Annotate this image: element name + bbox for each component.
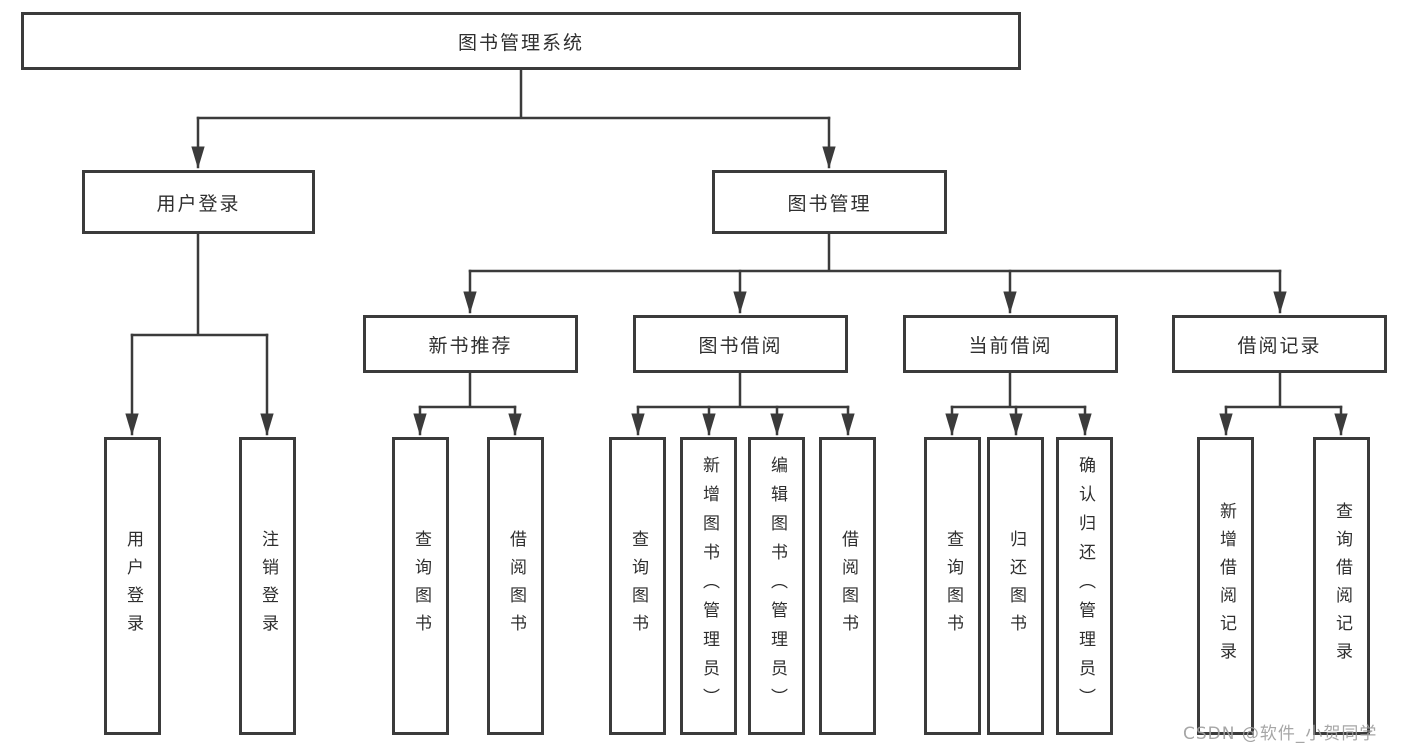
node-borrow-records: 借阅记录 [1172, 315, 1387, 373]
csdn-watermark: CSDN @软件_小贺同学 [1183, 724, 1378, 744]
node-leaf-recommend-borrow-books: 借阅图书 [487, 437, 544, 735]
node-leaf-borrow-borrow-books: 借阅图书 [819, 437, 876, 735]
node-leaf-records-query-record: 查询借阅记录 [1313, 437, 1370, 735]
node-book-management-branch: 图书管理 [712, 170, 947, 234]
node-leaf-current-return-books: 归还图书 [987, 437, 1044, 735]
node-leaf-borrow-edit-books-admin: 编辑图书（管理员） [748, 437, 805, 735]
node-leaf-current-confirm-return-admin: 确认归还（管理员） [1056, 437, 1113, 735]
node-leaf-borrow-add-books-admin: 新增图书（管理员） [680, 437, 737, 735]
node-leaf-user-login: 用户登录 [104, 437, 161, 735]
node-leaf-borrow-query-books: 查询图书 [609, 437, 666, 735]
node-leaf-current-query-books: 查询图书 [924, 437, 981, 735]
node-book-borrow: 图书借阅 [633, 315, 848, 373]
node-user-login-branch: 用户登录 [82, 170, 315, 234]
node-leaf-records-add-record: 新增借阅记录 [1197, 437, 1254, 735]
node-leaf-recommend-query-books: 查询图书 [392, 437, 449, 735]
node-current-borrow: 当前借阅 [903, 315, 1118, 373]
node-library-management-system: 图书管理系统 [21, 12, 1021, 70]
node-new-book-recommend: 新书推荐 [363, 315, 578, 373]
node-leaf-logout: 注销登录 [239, 437, 296, 735]
